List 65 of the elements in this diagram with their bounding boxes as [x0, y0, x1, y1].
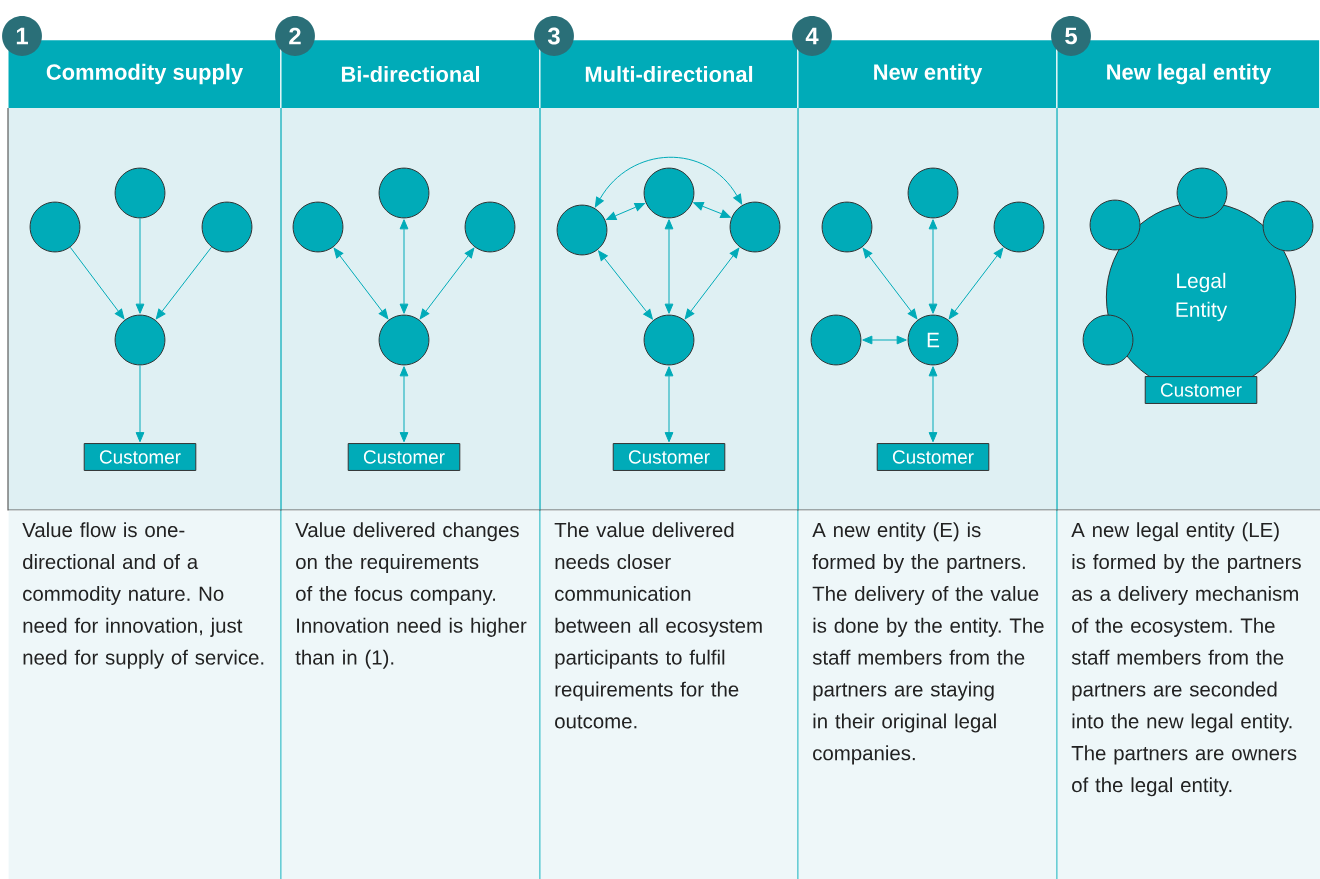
node-label: A new legal entity (LE) is formed by the partners as a delivery mechanism of the ecosystem. The staff members from the partners are seconded into the new legal entity. The partners are owners of the legal entity.	[1071, 522, 1301, 797]
circle	[1262, 200, 1314, 252]
circle	[378, 167, 430, 219]
arrow	[862, 335, 907, 345]
node-label: A new entity (E) is formed by the partners. The delivery of the value is done by the entity. The staff members from the partners are staying in their original legal companies.	[812, 522, 1044, 765]
arrow	[399, 366, 409, 443]
circle	[729, 201, 781, 253]
circle	[292, 201, 344, 253]
description-panel: The value delivered needs closer communication between all ecosystem participants to fulfil requirements for the outcome.	[540, 510, 797, 879]
number-badge: 2	[275, 16, 315, 56]
arrow	[155, 246, 212, 320]
description-panel: Value delivered changes on the requirements of the focus company. Innovation need is higher than in (1).	[281, 510, 539, 879]
customer-box: Customer	[83, 443, 197, 471]
arrow	[333, 247, 389, 320]
circle	[907, 167, 959, 219]
arrow	[684, 247, 740, 320]
circle	[464, 201, 516, 253]
circle	[1176, 167, 1228, 219]
circle	[114, 167, 166, 219]
arrow	[598, 250, 653, 320]
arrow	[399, 219, 409, 314]
node-label: Value flow is one-directional and of a commodity nature. No need for innovation, just need for supply of service.	[22, 522, 264, 669]
circle	[643, 314, 695, 366]
arrow	[135, 364, 145, 443]
circle	[643, 167, 695, 219]
customer-box: Customer	[347, 443, 461, 471]
customer-box: Customer	[1144, 376, 1258, 404]
node-label: Multi-directional	[585, 65, 753, 83]
node-label: Value delivered changes on the requirements of the focus company. Innovation need is higher than in (1).	[295, 522, 527, 669]
arrow	[594, 156, 743, 208]
circle	[29, 201, 81, 253]
circle	[556, 204, 608, 256]
node-label: The value delivered needs closer communication between all ecosystem participants to fulfil requirements for the outcome.	[554, 522, 762, 729]
node-label: New entity	[874, 63, 983, 85]
arrow	[419, 247, 475, 320]
arrow	[606, 202, 645, 221]
node-label: New legal entity	[1107, 63, 1272, 85]
customer-box: Customer	[612, 443, 726, 471]
arrow	[928, 219, 938, 314]
node-label: Commodity supply	[46, 63, 244, 85]
circle	[1089, 199, 1141, 251]
customer-box: Customer	[876, 443, 990, 471]
circle	[821, 201, 873, 253]
number-badge: 1	[2, 16, 42, 56]
circle	[114, 314, 166, 366]
number-badge: 3	[534, 16, 574, 56]
number-badge: 4	[792, 16, 832, 56]
arrow	[664, 219, 674, 314]
description-panel: Value flow is one-directional and of a commodity nature. No need for innovation, just need for supply of service.	[8, 510, 280, 879]
number-badge: 5	[1051, 16, 1091, 56]
arrow	[948, 247, 1004, 320]
node-label: Bi-directional	[341, 65, 479, 83]
arrow	[69, 246, 125, 320]
circle	[201, 201, 253, 253]
circle	[378, 314, 430, 366]
circle	[810, 314, 862, 366]
circle	[993, 201, 1045, 253]
arrow	[693, 202, 731, 218]
description-panel: A new entity (E) is formed by the partners. The delivery of the value is done by the entity. The staff members from the partners are staying in their original legal companies.	[798, 510, 1056, 879]
description-panel: A new legal entity (LE) is formed by the partners as a delivery mechanism of the ecosystem. The staff members from the partners are seconded into the new legal entity. The partners are owners of the legal entity.	[1057, 510, 1320, 879]
arrow	[862, 247, 918, 320]
arrow	[135, 217, 145, 314]
arrow	[664, 366, 674, 443]
arrow	[928, 366, 938, 443]
circle	[1082, 314, 1134, 366]
